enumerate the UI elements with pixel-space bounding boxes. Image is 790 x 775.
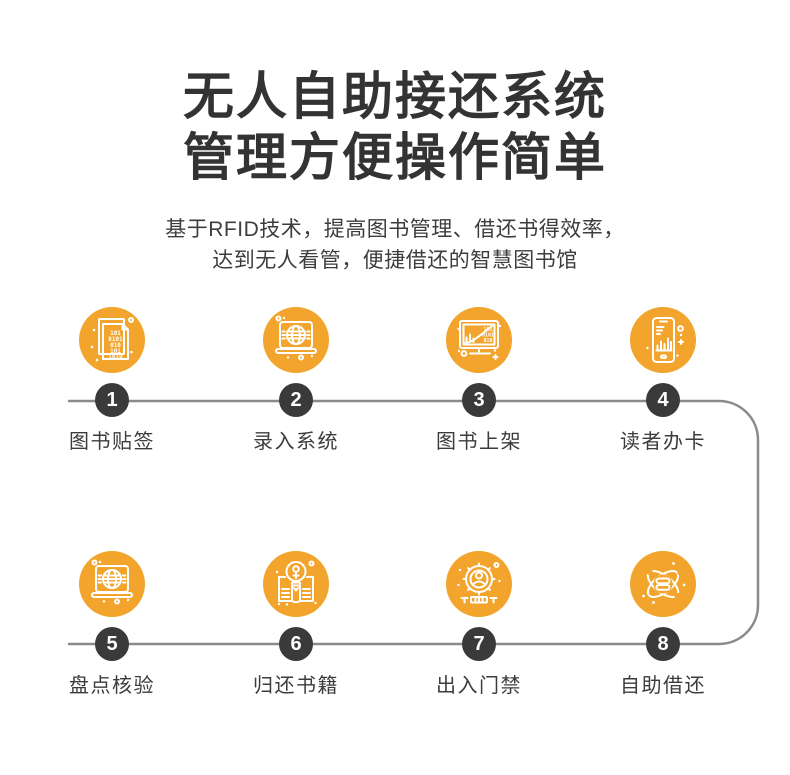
flow-step-2: 2 录入系统	[216, 307, 376, 454]
flow-step-1: 101 0101 010 101 1010 1 图书贴签	[32, 307, 192, 454]
page-title-line1: 无人自助接还系统	[182, 68, 607, 125]
step1-icon-circle: 101 0101 010 101 1010	[79, 307, 145, 373]
page-title: 无人自助接还系统 管理方便操作简单	[0, 66, 790, 188]
step7-number-badge: 7	[462, 627, 496, 661]
step1-label: 图书贴签	[69, 431, 155, 453]
step7-label: 出入门禁	[436, 675, 522, 697]
step6-number-badge: 6	[279, 627, 313, 661]
step7-icon-circle	[446, 551, 512, 617]
laptop-globe-icon	[91, 559, 133, 605]
step2-label: 录入系统	[253, 431, 339, 453]
gear-person-icon	[457, 562, 501, 604]
svg-text:0101: 0101	[108, 336, 123, 343]
step4-icon-circle	[630, 307, 696, 373]
page-subtitle: 基于RFID技术，提高图书管理、借还书得效率， 达到无人看管，便捷借还的智慧图书…	[0, 214, 790, 276]
step8-number-badge: 8	[646, 627, 680, 661]
step4-number-badge: 4	[646, 383, 680, 417]
step2-icon-circle	[263, 307, 329, 373]
atom-network-icon	[642, 562, 686, 604]
step2-number-badge: 2	[279, 383, 313, 417]
step3-number-badge: 3	[462, 383, 496, 417]
laptop-globe-icon	[275, 315, 317, 361]
flow-step-6: 6 归还书籍	[216, 551, 376, 698]
step5-number-badge: 5	[95, 627, 129, 661]
step5-icon-circle	[79, 551, 145, 617]
svg-text:1010: 1010	[108, 354, 123, 361]
binary-documents-icon: 101 0101 010 101 1010	[90, 317, 134, 362]
flow-step-3: 101 0101 010 3 图书上架	[399, 307, 559, 454]
monitor-chart-icon: 101 0101 010	[457, 320, 502, 360]
svg-text:101: 101	[110, 348, 121, 355]
step8-label: 自助借还	[620, 675, 706, 697]
phone-chart-icon	[646, 317, 684, 363]
step5-label: 盘点核验	[69, 675, 155, 697]
flow-step-4: 4 读者办卡	[583, 307, 743, 454]
svg-text:101: 101	[483, 327, 492, 333]
step1-number-badge: 1	[95, 383, 129, 417]
step3-label: 图书上架	[436, 431, 522, 453]
page-subtitle-line1: 基于RFID技术，提高图书管理、借还书得效率，	[165, 218, 625, 241]
flow-step-7: 7 出入门禁	[399, 551, 559, 698]
flow-step-5: 5 盘点核验	[32, 551, 192, 698]
step6-label: 归还书籍	[253, 675, 339, 697]
book-bulb-icon	[275, 560, 317, 606]
svg-text:010: 010	[483, 338, 492, 344]
svg-text:010: 010	[110, 342, 121, 349]
step3-icon-circle: 101 0101 010	[446, 307, 512, 373]
svg-text:101: 101	[110, 330, 121, 337]
step8-icon-circle	[630, 551, 696, 617]
step4-label: 读者办卡	[620, 431, 706, 453]
svg-text:0101: 0101	[482, 333, 494, 339]
page-title-line2: 管理方便操作简单	[182, 129, 607, 186]
flow-step-8: 8 自助借还	[583, 551, 743, 698]
step6-icon-circle	[263, 551, 329, 617]
page-subtitle-line2: 达到无人看管，便捷借还的智慧图书馆	[212, 249, 578, 272]
